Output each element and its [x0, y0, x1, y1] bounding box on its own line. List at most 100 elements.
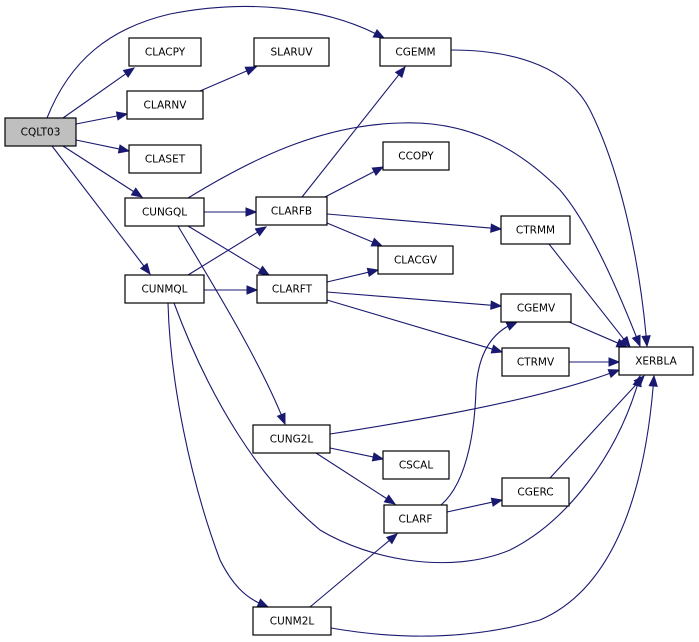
node-box[interactable]	[377, 245, 454, 275]
node-label: CUNM2L	[270, 616, 315, 628]
edge-line	[62, 67, 135, 119]
arrowhead-icon	[370, 237, 384, 247]
node-cgemm[interactable]: CGEMM	[379, 37, 452, 67]
node-box[interactable]	[252, 606, 332, 636]
node-label: CUNMQL	[141, 284, 187, 296]
node-cgemv[interactable]: CGEMV	[500, 293, 572, 323]
node-ctrmm[interactable]: CTRMM	[500, 215, 571, 245]
arrowhead-icon	[117, 144, 131, 154]
edge-cqlt03-to-cungql	[62, 145, 144, 198]
node-label: CQLT03	[21, 127, 61, 139]
edge-line	[324, 166, 384, 198]
node-box[interactable]	[128, 37, 202, 67]
node-cunm2l[interactable]: CUNM2L	[252, 606, 332, 636]
node-label: CLARF	[399, 514, 433, 526]
arrowhead-icon	[619, 335, 631, 349]
edge-line	[46, 5, 385, 119]
node-clacgv[interactable]: CLACGV	[377, 245, 454, 275]
edge-cungql-to-xerbla	[187, 122, 641, 348]
node-label: CCOPY	[398, 151, 434, 163]
node-box[interactable]	[501, 347, 570, 377]
edge-line	[326, 269, 379, 283]
node-label: SLARUV	[270, 47, 313, 59]
node-box[interactable]	[501, 477, 570, 507]
edge-cung2l-to-clarf	[315, 452, 397, 505]
arrowhead-icon	[244, 66, 258, 76]
arrowhead-icon	[608, 357, 621, 367]
node-clarft[interactable]: CLARFT	[256, 274, 328, 304]
node-cungql[interactable]: CUNGQL	[124, 197, 205, 227]
node-label: CUNGQL	[142, 207, 187, 219]
arrowhead-icon	[115, 111, 129, 121]
edge-cqlt03-to-clacpy	[62, 67, 136, 119]
edge-line	[549, 375, 645, 479]
node-label: CLASET	[145, 154, 186, 166]
node-box[interactable]	[4, 117, 77, 147]
node-box[interactable]	[500, 215, 571, 245]
node-box[interactable]	[128, 144, 202, 174]
edge-line	[315, 452, 396, 505]
edge-clarfb-to-clacgv	[326, 222, 384, 247]
edge-ctrmv-to-xerbla	[569, 357, 621, 367]
node-ctrmv[interactable]: CTRMV	[501, 347, 570, 377]
edge-cqlt03-to-cgemm	[46, 5, 386, 119]
node-box[interactable]	[256, 274, 328, 304]
arrowhead-icon	[371, 166, 385, 177]
edge-cungql-to-cung2l	[177, 225, 286, 426]
node-label: CLARFB	[271, 206, 312, 218]
node-box[interactable]	[252, 424, 331, 454]
edge-cqlt03-to-clarnv	[75, 111, 129, 125]
node-box[interactable]	[253, 37, 330, 67]
edge-clarfb-to-cgemm	[301, 65, 406, 198]
node-cscal[interactable]: CSCAL	[382, 450, 450, 480]
node-slaruv[interactable]: SLARUV	[253, 37, 330, 67]
node-clacpy[interactable]: CLACPY	[128, 37, 202, 67]
nodes-layer: CQLT03 CLACPY SLARUV CGEMM CLARNV CLASET CCOPY…	[4, 37, 694, 636]
node-cung2l[interactable]: CUNG2L	[252, 424, 331, 454]
arrowhead-icon	[385, 533, 399, 545]
edge-line	[187, 122, 641, 347]
node-box[interactable]	[379, 37, 452, 67]
node-box[interactable]	[382, 450, 450, 480]
node-box[interactable]	[500, 293, 572, 323]
arrowhead-icon	[130, 187, 144, 198]
node-claset[interactable]: CLASET	[128, 144, 202, 174]
node-box[interactable]	[255, 196, 328, 226]
node-box[interactable]	[124, 197, 205, 227]
edge-line	[450, 49, 648, 347]
edge-line	[326, 299, 503, 353]
node-clarfb[interactable]: CLARFB	[255, 196, 328, 226]
node-clarf[interactable]: CLARF	[383, 504, 448, 534]
edge-cunm2l-to-clarf	[309, 533, 399, 608]
edge-cunmql-to-clarft	[204, 285, 259, 295]
edge-cungql-to-clarfb	[204, 207, 258, 217]
node-label: CGEMV	[517, 303, 556, 315]
edge-line	[62, 145, 143, 198]
node-box[interactable]	[382, 141, 450, 171]
edge-line	[301, 66, 406, 198]
edge-cunmql-to-cunm2l	[167, 302, 270, 608]
node-label: CTRMV	[517, 357, 555, 369]
edge-line	[568, 321, 628, 348]
node-box[interactable]	[618, 346, 694, 376]
node-label: CSCAL	[399, 460, 434, 472]
node-box[interactable]	[124, 274, 205, 304]
node-clarnv[interactable]: CLARNV	[126, 90, 204, 120]
node-label: CGEMM	[395, 47, 435, 59]
node-xerbla[interactable]: XERBLA	[618, 346, 694, 376]
edge-line	[75, 113, 128, 125]
node-cunmql[interactable]: CUNMQL	[124, 274, 205, 304]
node-cqlt03[interactable]: CQLT03	[4, 117, 77, 147]
node-cgerc[interactable]: CGERC	[501, 477, 570, 507]
edge-cgemv-to-xerbla	[568, 321, 629, 348]
arrowhead-icon	[641, 335, 651, 348]
edge-line	[329, 369, 620, 435]
arrowhead-icon	[257, 265, 271, 276]
edges-layer	[46, 5, 658, 637]
node-box[interactable]	[126, 90, 204, 120]
arrowhead-icon	[254, 226, 268, 237]
node-box[interactable]	[383, 504, 448, 534]
arrowhead-icon	[245, 207, 258, 217]
node-ccopy[interactable]: CCOPY	[382, 141, 450, 171]
